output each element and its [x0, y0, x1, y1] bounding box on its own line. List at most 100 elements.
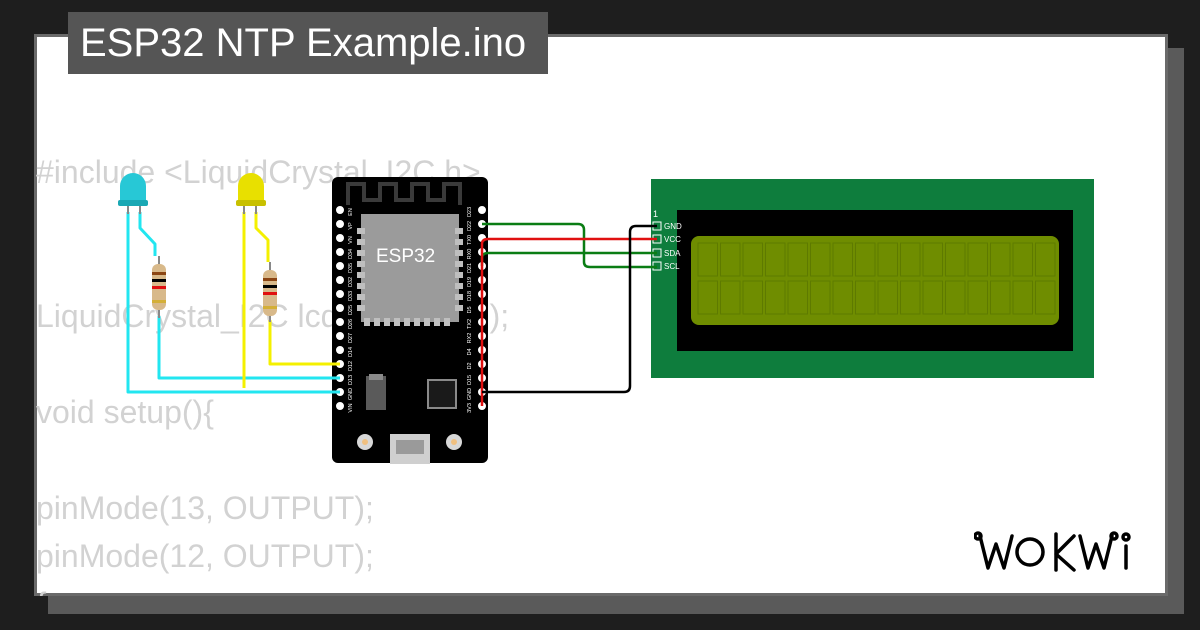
- lcd-char-cell: [900, 242, 921, 277]
- code-line: void setup(){: [36, 394, 214, 430]
- lcd-char-cell: [742, 280, 763, 315]
- lcd-pin-scl: SCL: [664, 262, 680, 271]
- pin-hole: [335, 275, 345, 285]
- pin-hole: [335, 247, 345, 257]
- pin-holes: [335, 205, 487, 411]
- resistor-2[interactable]: [263, 262, 277, 322]
- lcd-char-cell: [990, 242, 1011, 277]
- pin-label: RX2: [467, 333, 473, 344]
- lcd-char-cell: [990, 280, 1011, 315]
- wokwi-logo: [974, 531, 1131, 572]
- pin-label: TX2: [467, 319, 473, 329]
- lcd-pin-sda: SDA: [664, 249, 681, 258]
- pin-label: D5: [467, 306, 473, 313]
- lcd-char-cell: [832, 280, 853, 315]
- wire-green-scl: [482, 222, 657, 269]
- pin-label: D12: [348, 361, 354, 371]
- pin-hole: [335, 345, 345, 355]
- lcd-char-cell: [1012, 280, 1033, 315]
- wire-cyan-led-resistor: [138, 212, 157, 256]
- module-pads: [357, 228, 463, 326]
- pin-label: D15: [467, 375, 473, 385]
- pin-label: D13: [348, 375, 354, 385]
- pin-label: D33: [348, 291, 354, 301]
- pin-label: RX0: [467, 249, 473, 260]
- pin-label: GND: [348, 388, 354, 400]
- lcd-module[interactable]: 1 GND VCC SDA SCL: [651, 179, 1094, 378]
- lcd-char-cell: [967, 242, 988, 277]
- pin-hole: [335, 317, 345, 327]
- lcd-char-cell: [810, 242, 831, 277]
- pin-hole: [335, 233, 345, 243]
- lcd-char-cell: [787, 242, 808, 277]
- wire-cyan-resistor-d12: [157, 316, 340, 380]
- lcd-char-cell: [742, 242, 763, 277]
- lcd-char-cell: [855, 242, 876, 277]
- pin-label: 3V3: [467, 403, 473, 413]
- code-line: pinMode(12, OUTPUT);: [36, 538, 374, 574]
- pin-label: D23: [467, 207, 473, 217]
- lcd-char-cell: [720, 280, 741, 315]
- code-line: {: [36, 586, 47, 596]
- wire-red-vcc: [480, 237, 657, 406]
- lcd-char-cell: [787, 280, 808, 315]
- cyan-led-body: [120, 173, 146, 204]
- pin-hole: [335, 261, 345, 271]
- wires: [126, 212, 657, 406]
- lcd-char-cell: [967, 280, 988, 315]
- pin-label: D32: [348, 277, 354, 287]
- project-title: ESP32 NTP Example.ino: [68, 12, 548, 74]
- lcd-char-cell: [765, 242, 786, 277]
- pin-hole: [335, 303, 345, 313]
- lcd-char-cell: [1012, 242, 1033, 277]
- resistor-1[interactable]: [152, 256, 166, 318]
- lcd-char-cell: [697, 280, 718, 315]
- pin-label: EN: [348, 208, 354, 216]
- pin-label: D19: [467, 277, 473, 287]
- lcd-pin-vcc: VCC: [664, 235, 681, 244]
- pin-label: VP: [348, 222, 354, 230]
- esp32-label: ESP32: [376, 246, 435, 267]
- pin-hole: [477, 205, 487, 215]
- wire-yellow-resistor-d13: [268, 320, 340, 366]
- wire-black-gnd: [482, 224, 657, 394]
- voltage-regulator: [366, 376, 386, 410]
- lcd-char-cell: [720, 242, 741, 277]
- pin-label: VIN: [348, 403, 354, 412]
- pin-hole: [335, 331, 345, 341]
- lcd-char-cell: [922, 242, 943, 277]
- pin-label: D27: [348, 333, 354, 343]
- yellow-led-body: [238, 173, 264, 204]
- pin-hole: [335, 205, 345, 215]
- pin-label: VN: [348, 236, 354, 244]
- pin-label: D26: [348, 319, 354, 329]
- antenna-trace: [346, 182, 462, 205]
- usb-chip: [427, 379, 457, 409]
- pin-label: D22: [467, 221, 473, 231]
- code-line: pinMode(13, OUTPUT);: [36, 490, 374, 526]
- yellow-led[interactable]: [236, 173, 266, 214]
- lcd-char-cell: [832, 242, 853, 277]
- pin-label: D25: [348, 305, 354, 315]
- lcd-char-cell: [1035, 280, 1056, 315]
- pin-label: D34: [348, 249, 354, 259]
- esp32-module: [361, 214, 459, 322]
- lcd-char-cell: [855, 280, 876, 315]
- lcd-char-cell: [922, 280, 943, 315]
- pin-label: D18: [467, 291, 473, 301]
- lcd-pin-gnd: GND: [664, 222, 682, 231]
- pin-label: D35: [348, 263, 354, 273]
- lcd-char-cell: [945, 280, 966, 315]
- wire-yellow-led-resistor: [254, 212, 270, 262]
- lcd-char-cell: [1035, 242, 1056, 277]
- cyan-led[interactable]: [118, 173, 148, 214]
- lcd-char-cell: [765, 280, 786, 315]
- pin-label: GND: [467, 388, 473, 400]
- wire-cyan-gnd: [126, 212, 340, 394]
- lcd-char-cell: [900, 280, 921, 315]
- pin-label: D2: [467, 362, 473, 369]
- pin-label: TX0: [467, 235, 473, 245]
